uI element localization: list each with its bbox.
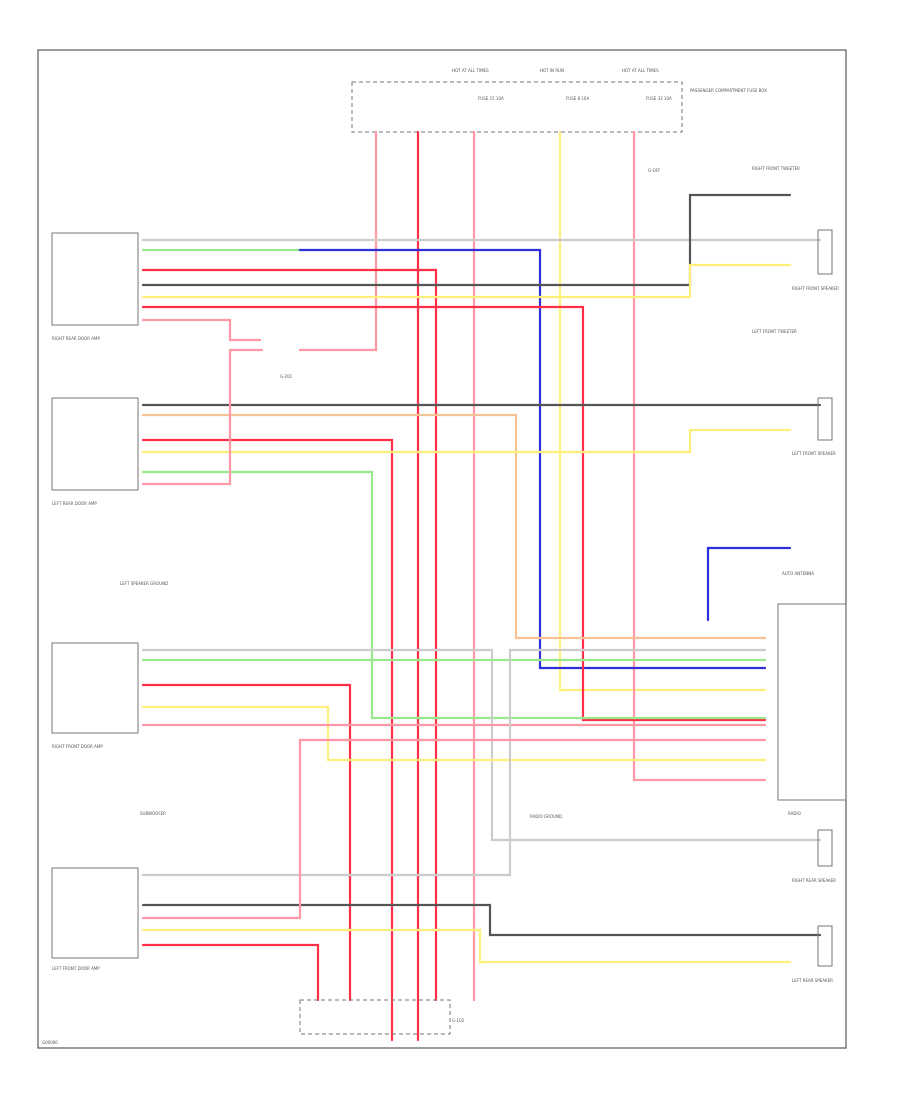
fuse-a-title: HOT AT ALL TIMES — [452, 68, 489, 73]
front-speaker-left-label: LEFT FRONT SPEAKER — [792, 451, 836, 456]
wire-top-blue — [298, 248, 767, 670]
wire-top-yellow — [141, 263, 792, 299]
wire-harness — [141, 130, 822, 1042]
rear-speaker-left: LEFT REAR SPEAKER — [792, 925, 833, 983]
wire-top-red-2 — [141, 305, 767, 722]
radio-unit: RADIO — [777, 603, 847, 816]
left-speaker-ground-label: LEFT SPEAKER GROUND — [120, 581, 168, 586]
wire-mid-orange — [141, 413, 767, 640]
fuse-c-label: FUSE 33 10A — [646, 96, 672, 101]
left-front-door-amp: LEFT FRONT DOOR AMP — [51, 867, 139, 971]
wire-fuse-pink-1 — [298, 130, 378, 352]
wire-lower-yellow — [141, 928, 792, 964]
rear-speaker-right: RIGHT REAR SPEAKER — [792, 829, 836, 883]
radio-ground-label: RADIO GROUND — [530, 814, 562, 819]
wire-lower-gray — [141, 648, 767, 877]
wire-top-black — [141, 193, 792, 287]
ground-block: G-102 — [299, 999, 465, 1035]
left-rear-amp-label: LEFT REAR DOOR AMP — [52, 501, 97, 506]
fuse-b-label: FUSE 8 10A — [566, 96, 589, 101]
wire-door-yellow — [141, 705, 767, 762]
right-rear-amp-label: RIGHT REAR DOOR AMP — [52, 336, 100, 341]
wire-door-gray — [141, 648, 822, 842]
right-front-door-label: RIGHT FRONT DOOR AMP — [52, 744, 103, 749]
wire-mid-pink — [141, 348, 264, 486]
wire-mid-green — [141, 470, 767, 720]
rear-speaker-right-label: RIGHT REAR SPEAKER — [792, 878, 836, 883]
wire-lower-red — [141, 943, 320, 1002]
fuse-b-title: HOT IN RUN — [540, 68, 564, 73]
front-speaker-right-note: RIGHT FRONT TWEETER — [752, 166, 800, 171]
wire-mid-yellow — [141, 428, 792, 454]
left-rear-amp: LEFT REAR DOOR AMP — [51, 397, 139, 506]
wire-mid-red — [141, 438, 394, 1042]
wire-lower-black — [141, 903, 822, 937]
corner-code: G00000 — [42, 1040, 58, 1045]
front-speaker-right-label: RIGHT FRONT SPEAKER — [792, 286, 839, 291]
wire-fuse-pink-3 — [632, 130, 767, 782]
fuse-box-label: PASSENGER COMPARTMENT FUSE BOX — [690, 88, 767, 93]
fuse-a-label: FUSE 15 10A — [478, 96, 504, 101]
wire-antenna-blue — [706, 546, 792, 622]
left-front-door-label: LEFT FRONT DOOR AMP — [52, 966, 100, 971]
wire-top-pink — [141, 318, 262, 342]
mid-connector-label: G-201 — [280, 374, 293, 379]
wire-door-red — [141, 683, 352, 1002]
wire-top-red — [141, 268, 438, 1002]
fuse-c-title: HOT AT ALL TIMES — [622, 68, 659, 73]
right-front-door-amp: RIGHT FRONT DOOR AMP — [51, 642, 139, 749]
antenna-label: AUTO ANTENNA — [782, 571, 814, 576]
front-speaker-left-note: LEFT FRONT TWEETER — [752, 329, 797, 334]
diagram-frame — [37, 49, 847, 1049]
wire-lower-pink — [141, 738, 767, 920]
subwoofer-note: SUBWOOFER — [140, 811, 166, 816]
front-speaker-right: RIGHT FRONT TWEETER RIGHT FRONT SPEAKER — [752, 166, 839, 291]
rear-speaker-left-label: LEFT REAR SPEAKER — [792, 978, 833, 983]
wire-fuse-yellow — [558, 130, 767, 692]
right-rear-amp: RIGHT REAR DOOR AMP — [51, 232, 139, 341]
relay-note: G-OFF — [648, 168, 661, 173]
radio-label: RADIO — [788, 811, 801, 816]
fuse-box: PASSENGER COMPARTMENT FUSE BOX HOT AT AL… — [351, 68, 767, 173]
front-speaker-left: LEFT FRONT TWEETER LEFT FRONT SPEAKER — [752, 329, 836, 456]
ground-label: G-102 — [452, 1018, 465, 1023]
